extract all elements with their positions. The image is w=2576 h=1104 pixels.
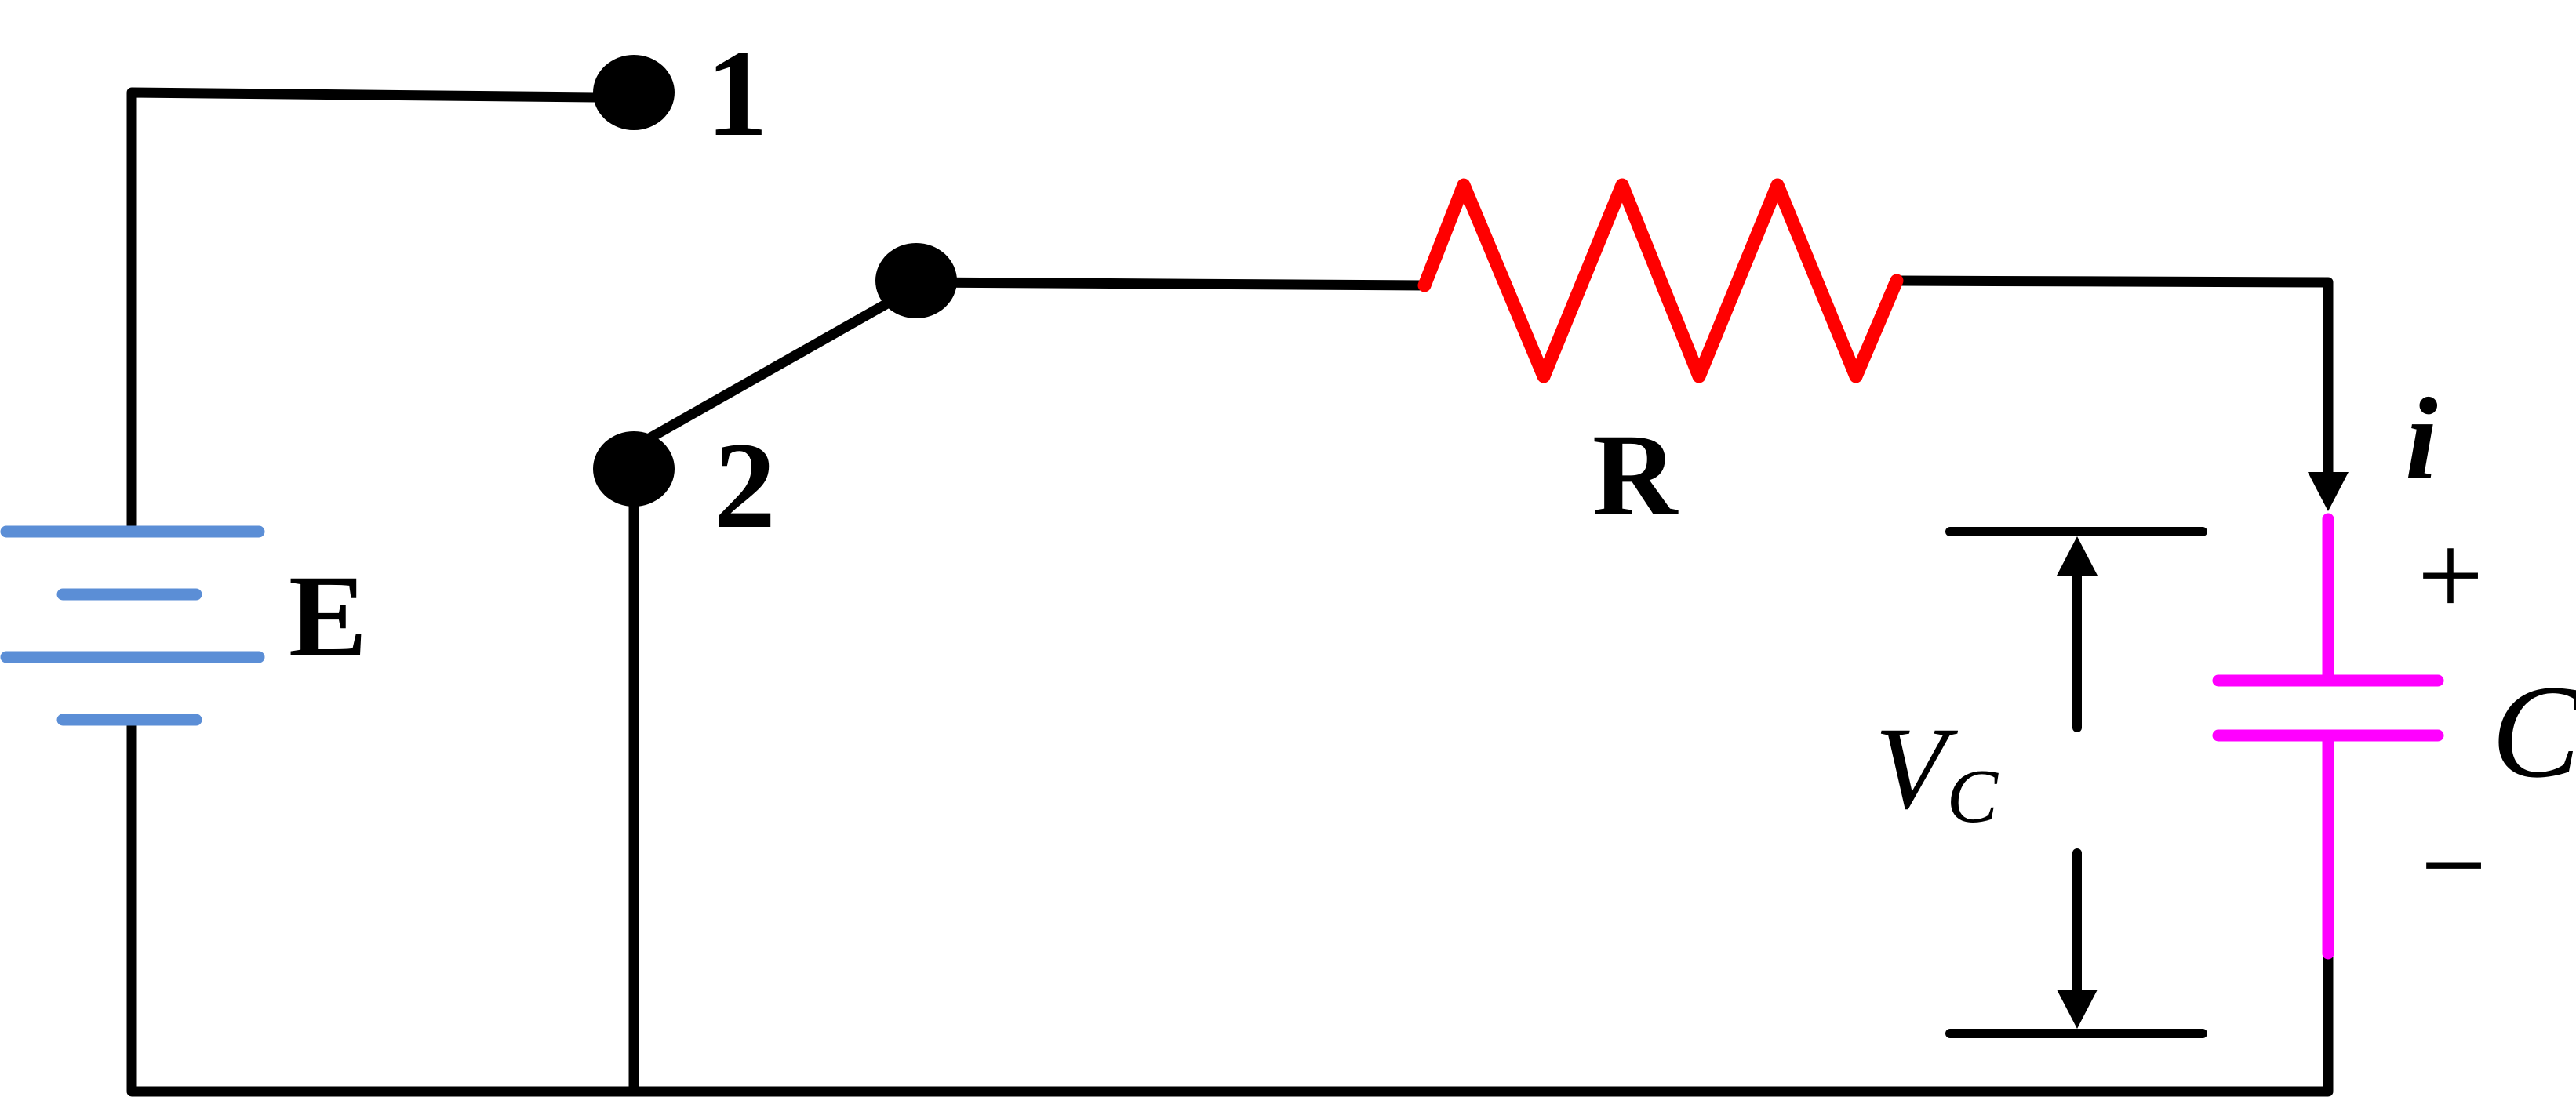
- terminal-1-label: 1: [706, 25, 768, 162]
- resistor-symbol: [1417, 178, 1904, 383]
- capacitor-symbol: [2212, 513, 2444, 960]
- voltage-arrow-down-icon: [2057, 990, 2098, 1029]
- voltage-arrow-up-icon: [2057, 536, 2098, 576]
- resistor-label: R: [1592, 410, 1679, 540]
- wire-resistor-to-capacitor: [1891, 275, 2334, 484]
- current-arrow-icon: [2308, 472, 2349, 511]
- wire-battery-to-terminal-1: [126, 87, 602, 531]
- terminal-1: [593, 55, 675, 130]
- switch-blade: [642, 281, 922, 445]
- plus-sign: +: [2418, 510, 2484, 641]
- voltage-label-subscript: C: [1947, 754, 1999, 839]
- capacitor-label: C: [2491, 658, 2576, 805]
- voltage-label: VC: [1875, 703, 1999, 839]
- wires: [126, 87, 2334, 1097]
- minus-sign: −: [2421, 801, 2487, 931]
- battery-label: E: [289, 551, 367, 681]
- current-label: i: [2405, 374, 2438, 504]
- terminal-2: [593, 431, 675, 507]
- terminal-2-label: 2: [714, 417, 776, 554]
- voltage-indicator: [1945, 527, 2207, 1038]
- wire-battery-bottom: [126, 716, 2334, 1097]
- wire-switch-to-resistor: [911, 277, 1430, 291]
- switch-pivot: [875, 243, 957, 318]
- voltage-label-v: V: [1875, 703, 1959, 833]
- battery-symbol: [0, 525, 265, 726]
